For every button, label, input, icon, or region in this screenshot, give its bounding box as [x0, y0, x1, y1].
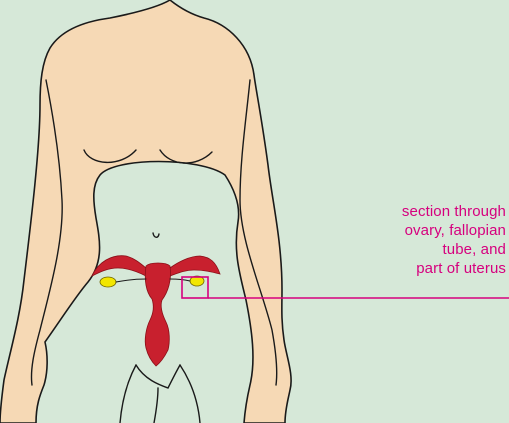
uterus-body: [145, 263, 170, 366]
right-ovarian-ligament: [170, 279, 190, 281]
left-ovary: [100, 277, 116, 287]
center-leg-line: [154, 388, 158, 423]
groin-line: [136, 365, 180, 388]
right-fallopian-tube: [170, 256, 220, 276]
left-ovarian-ligament: [116, 279, 146, 282]
callout-line-3: tube, and: [316, 240, 506, 259]
callout-label: section through ovary, fallopian tube, a…: [316, 202, 506, 278]
navel: [153, 233, 159, 237]
callout-line-4: part of uterus: [316, 259, 506, 278]
callout-line-2: ovary, fallopian: [316, 221, 506, 240]
body-outline: [0, 0, 291, 423]
left-fallopian-tube: [92, 256, 146, 276]
left-leg-line: [120, 365, 136, 423]
reproductive-organs: [92, 256, 220, 366]
callout-line-1: section through: [316, 202, 506, 221]
right-leg-line: [180, 365, 200, 423]
